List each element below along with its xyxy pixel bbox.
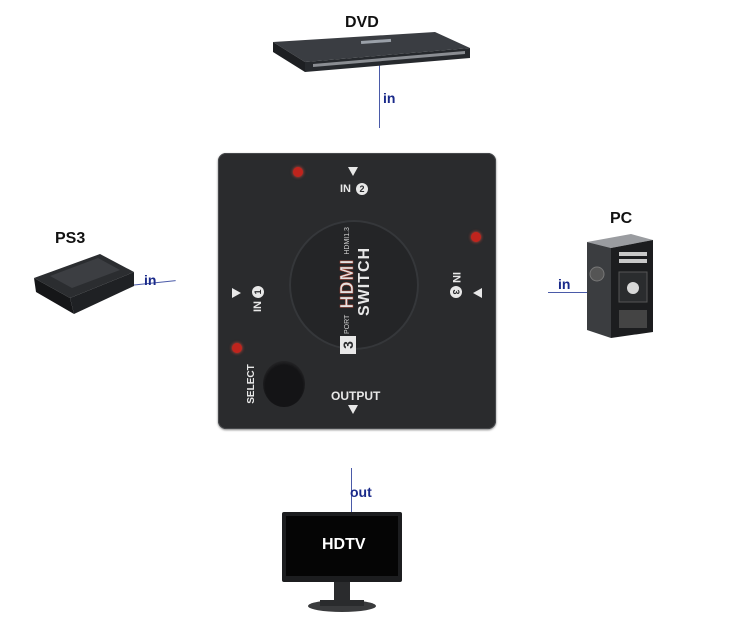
switch-logo: 3 PORT HDMI HDMI1.3 SWITCH — [337, 214, 373, 356]
switch-logo-circle — [289, 220, 419, 350]
pc-connection-line — [548, 292, 590, 293]
logo-switch-text: SWITCH — [356, 246, 373, 316]
led-in2-indicator — [293, 167, 303, 177]
pc-label: PC — [610, 210, 633, 227]
in1-label: IN — [252, 301, 264, 312]
logo-hdmi-row: 3 PORT HDMI HDMI1.3 — [337, 227, 358, 354]
logo-port-text: PORT — [344, 314, 351, 334]
led-in1-indicator — [232, 343, 242, 353]
hdtv-connection-line — [351, 468, 352, 518]
in1-arrow-icon — [232, 288, 241, 298]
ps3-label: PS3 — [55, 230, 86, 247]
hdtv-monitor-image — [282, 512, 402, 612]
dvd-connection-label: in — [383, 90, 396, 106]
led-in3-indicator — [471, 232, 481, 242]
dvd-label: DVD — [345, 14, 379, 31]
select-label-wrap: SELECT — [241, 358, 257, 410]
select-button[interactable] — [263, 361, 305, 407]
hdtv-label: HDTV — [322, 536, 366, 553]
select-label: SELECT — [246, 364, 257, 404]
in1-label-group: IN 1 — [251, 272, 265, 312]
output-arrow-icon — [348, 405, 358, 414]
dvd-player-image — [273, 32, 470, 72]
logo-hdmi-text: HDMI — [337, 258, 358, 309]
pc-tower-image — [587, 234, 653, 338]
in3-number-badge: 3 — [450, 286, 462, 298]
in3-label: IN — [450, 272, 462, 283]
in2-arrow-icon — [348, 167, 358, 176]
logo-port-number: 3 — [339, 336, 356, 354]
in3-arrow-icon — [473, 288, 482, 298]
logo-hdmi-version: HDMI1.3 — [344, 227, 351, 255]
hdtv-connection-label: out — [350, 484, 372, 500]
in3-label-group: IN 3 — [449, 272, 463, 312]
in2-number-badge: 2 — [356, 183, 368, 195]
ps3-console-image — [34, 254, 134, 314]
dvd-connection-line — [379, 60, 380, 128]
in2-label: IN — [340, 183, 351, 195]
output-label: OUTPUT — [331, 389, 381, 403]
ps3-connection-label: in — [144, 272, 157, 288]
pc-connection-label: in — [558, 276, 571, 292]
in1-number-badge: 1 — [252, 286, 264, 298]
